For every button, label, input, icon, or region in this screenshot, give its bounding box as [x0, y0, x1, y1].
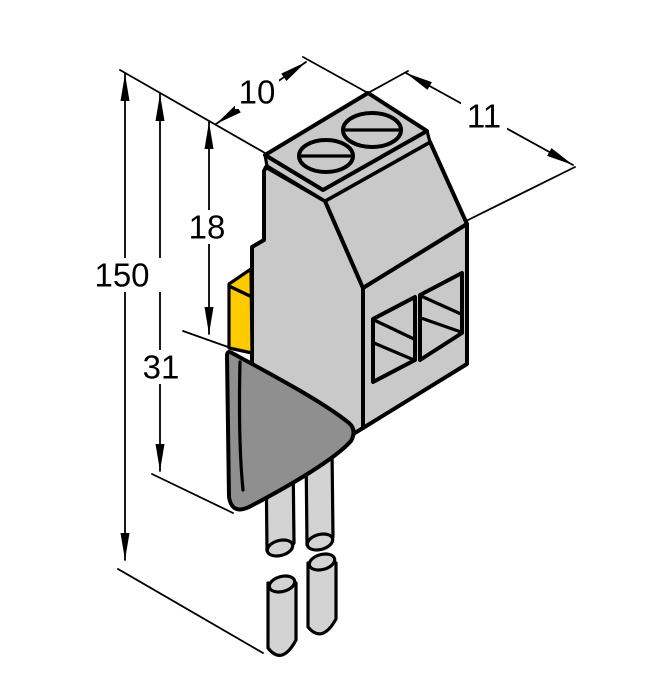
extension-line-top-left — [119, 69, 266, 154]
indicator-window-top-edge — [227, 284, 254, 299]
halo-width — [235, 75, 279, 109]
sensor-body — [225, 350, 356, 512]
label-head-height: 18 — [189, 209, 226, 246]
label-width: 10 — [239, 74, 276, 111]
wire-window-left — [371, 295, 417, 384]
extension-line-depth-upper — [367, 70, 409, 94]
extension-lines — [117, 56, 576, 654]
wire-left-upper-break-cap — [265, 538, 295, 558]
wire-left-lower-break-cap — [267, 574, 297, 594]
label-total-length: 150 — [94, 257, 149, 294]
label-depth: 11 — [467, 98, 501, 135]
wire-right-lower-break-cap — [307, 552, 337, 572]
label-body-length: 31 — [143, 349, 180, 386]
halo-depth — [461, 99, 507, 133]
wire-window-right-clamp-lower — [419, 316, 463, 334]
extension-line-head-bottom — [182, 330, 229, 348]
halo-body-length — [136, 350, 186, 384]
extension-line-body-bottom — [151, 473, 234, 514]
wire-window-right — [418, 271, 464, 362]
arrow-head-top — [204, 122, 214, 149]
arrow-head-bottom — [204, 307, 214, 334]
arrow-width-right — [281, 62, 306, 81]
wire-right-upper-break-cap — [305, 532, 335, 552]
halo-head-height — [184, 210, 230, 244]
arrow-depth-upper — [406, 73, 432, 90]
wire-left-lower — [266, 581, 298, 657]
extension-line-bottom — [117, 568, 264, 654]
halo-total-length — [88, 258, 172, 292]
extension-line-width-right — [302, 56, 369, 94]
extension-line-depth-lower — [467, 166, 576, 221]
arrow-depth-lower — [547, 148, 573, 165]
arrow-body-bottom — [155, 444, 165, 471]
sensor-body-edge-line — [237, 360, 245, 492]
label-halos — [88, 75, 507, 384]
indicator-window-body — [227, 267, 254, 355]
arrow-width-left — [216, 105, 241, 124]
wire-right-lower — [306, 561, 338, 636]
arrow-total-bottom — [120, 533, 130, 560]
wire-window-left-clamp-upper — [372, 318, 416, 341]
wire-window-right-clamp-upper — [419, 294, 463, 316]
dimension-arrowheads — [120, 62, 573, 560]
wires-lower — [266, 552, 338, 657]
dimension-labels: 150 31 18 10 11 — [94, 74, 501, 386]
arrow-total-top — [120, 74, 130, 101]
arrow-body-top — [155, 94, 165, 121]
indicator-window — [227, 267, 254, 355]
sensor-body-nose — [225, 350, 356, 512]
wire-window-left-clamp-lower — [372, 341, 416, 362]
